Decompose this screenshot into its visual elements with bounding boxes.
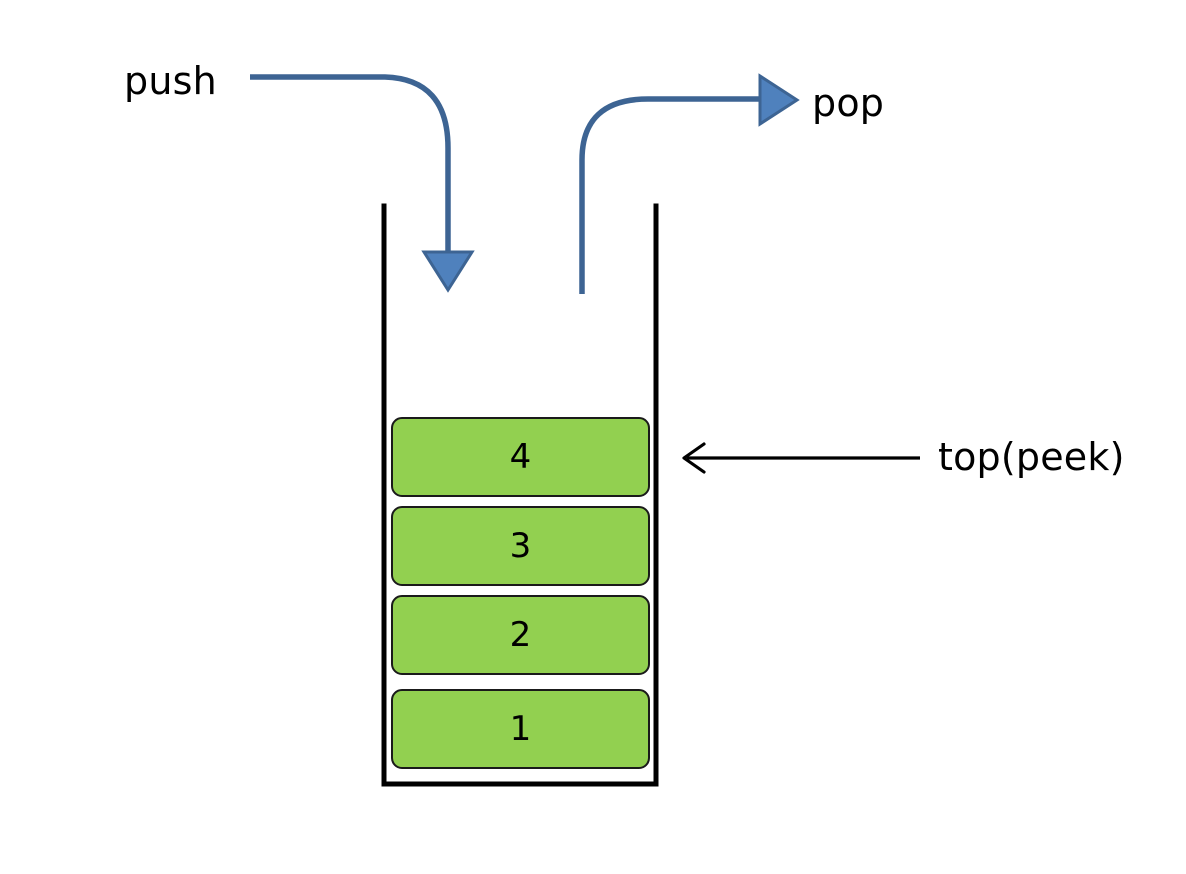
top-peek-arrow-head-icon [682,442,706,474]
push-arrow-shaft [250,74,451,252]
pop-arrow-head-icon [758,73,800,127]
stack-cell-top[interactable]: 4 [391,417,650,497]
top-peek-label: top(peek) [938,435,1125,479]
stack-cell-bottom[interactable]: 1 [391,689,650,769]
stack-cell-value: 3 [509,526,532,566]
pop-arrow [579,73,800,294]
stack-cell[interactable]: 2 [391,595,650,675]
stack-cell-value: 1 [509,709,532,749]
stack-cell-value: 2 [509,615,532,655]
stack-cell[interactable]: 3 [391,506,650,586]
stack-cell-value: 4 [509,437,532,477]
pop-label: pop [812,81,885,125]
push-arrow [250,74,475,293]
pop-arrow-shaft [579,96,762,294]
push-label: push [124,59,217,103]
push-arrow-head-icon [421,250,475,293]
stack-container-outline [381,203,659,787]
top-peek-arrow [682,442,920,474]
